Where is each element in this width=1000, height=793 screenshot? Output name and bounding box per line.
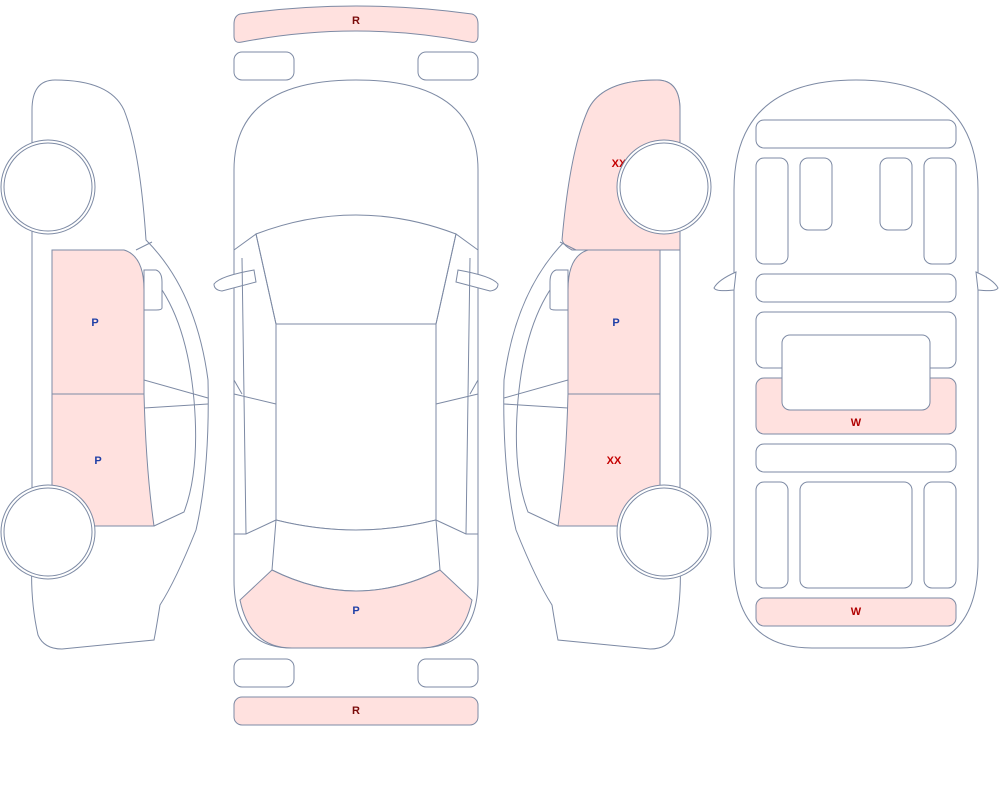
- right-front-door[interactable]: [567, 249, 661, 395]
- right-rear-wheel: [619, 487, 709, 577]
- underbody-panel-rear-label: W: [851, 606, 862, 618]
- underbody-left-mirror[interactable]: [713, 271, 737, 292]
- right-front-wheel: [619, 142, 709, 232]
- underbody-right-mirror[interactable]: [975, 271, 999, 292]
- underbody-front-left-mount[interactable]: [799, 157, 833, 231]
- underbody-panel-middle-label: W: [851, 417, 862, 429]
- left-headlight[interactable]: [233, 51, 295, 81]
- right-door-line-top: [435, 233, 479, 535]
- underbody-tunnel[interactable]: [781, 334, 931, 411]
- left-mirror-top[interactable]: [213, 269, 257, 292]
- left-rear-wheel: [3, 487, 93, 577]
- left-a-pillar: [135, 241, 153, 251]
- right-a-pillar: [559, 241, 577, 251]
- trunk-lid[interactable]: [239, 569, 473, 649]
- rear-bumper[interactable]: [233, 696, 479, 726]
- trunk-lid-label: P: [352, 605, 359, 617]
- left-mirror[interactable]: [143, 269, 163, 311]
- left-front-door[interactable]: [51, 249, 145, 395]
- left-side-window: [145, 269, 197, 527]
- right-rear-door-label: XX: [607, 455, 622, 467]
- rear-section: R: [233, 658, 479, 726]
- underbody-front-bar[interactable]: [755, 119, 957, 149]
- right-taillight[interactable]: [417, 658, 479, 688]
- underbody-crossmember-front[interactable]: [755, 273, 957, 303]
- roof[interactable]: [275, 323, 437, 531]
- right-mirror-top[interactable]: [455, 269, 499, 292]
- right-headlight[interactable]: [417, 51, 479, 81]
- left-side-view: P P: [0, 79, 209, 650]
- top-view: P: [213, 79, 499, 649]
- underbody-front-right-rail[interactable]: [923, 157, 957, 265]
- front-bumper-label: R: [352, 15, 360, 27]
- right-front-door-label: P: [612, 317, 619, 329]
- underbody-spare-well[interactable]: [799, 481, 913, 589]
- underbody-crossmember-rear[interactable]: [755, 443, 957, 473]
- rear-bumper-label: R: [352, 705, 360, 717]
- left-front-door-label: P: [91, 317, 98, 329]
- left-front-wheel: [3, 142, 93, 232]
- underbody-rear-right-rail[interactable]: [923, 481, 957, 589]
- left-taillight[interactable]: [233, 658, 295, 688]
- underbody-panel-rear[interactable]: [755, 597, 957, 627]
- underbody-front-right-mount[interactable]: [879, 157, 913, 231]
- right-side-view: XX P XX: [503, 79, 712, 650]
- left-b-pillar: [143, 379, 209, 409]
- front-section: R: [233, 5, 479, 81]
- windshield[interactable]: [255, 214, 457, 325]
- left-rear-door-label: P: [94, 455, 101, 467]
- underbody-front-left-rail[interactable]: [755, 157, 789, 265]
- left-door-line-top: [233, 233, 277, 535]
- underbody-rear-left-rail[interactable]: [755, 481, 789, 589]
- right-mirror[interactable]: [549, 269, 569, 311]
- right-side-window: [515, 269, 567, 527]
- right-b-pillar: [503, 379, 569, 409]
- front-bumper[interactable]: [233, 5, 479, 43]
- underbody-view: W W: [713, 79, 999, 649]
